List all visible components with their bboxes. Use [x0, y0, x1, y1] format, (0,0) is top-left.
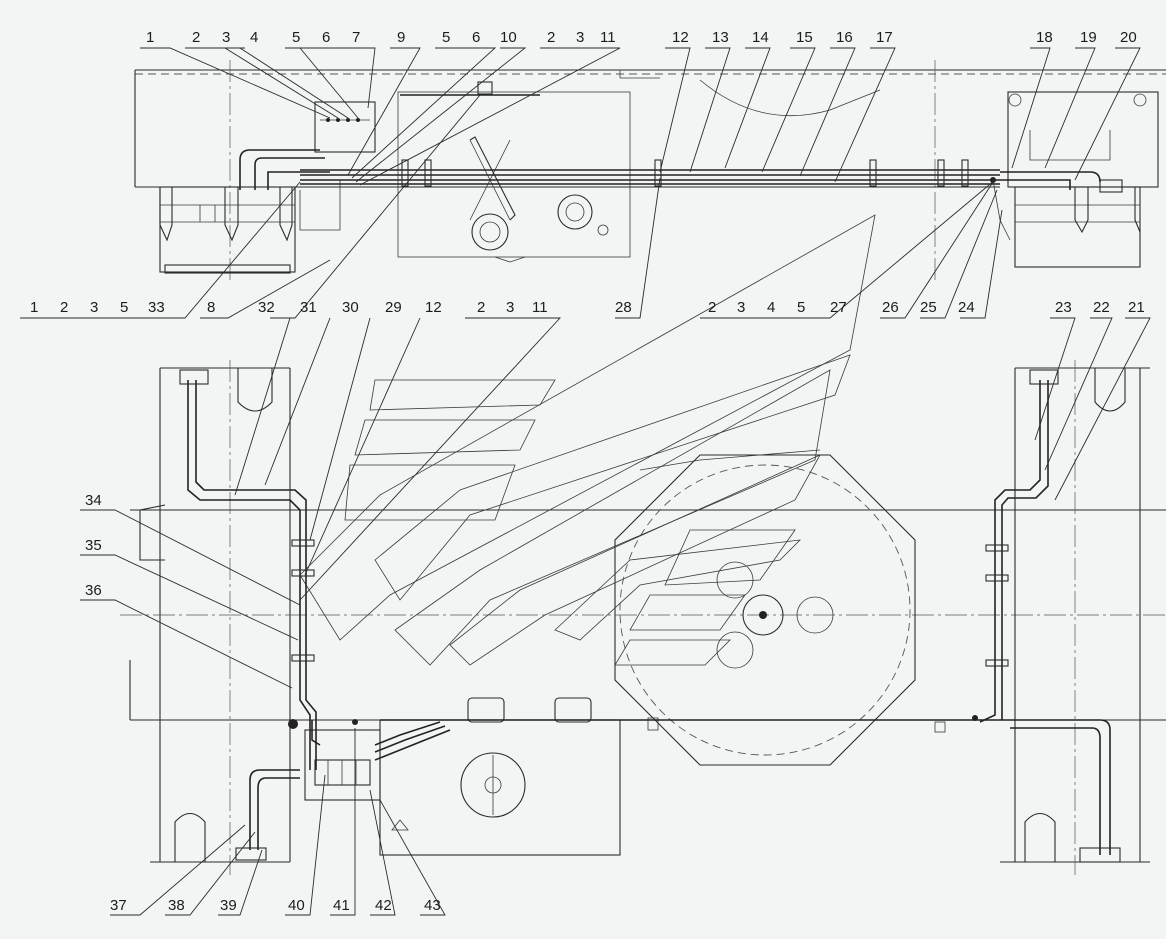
callout-label: 18	[1036, 29, 1053, 46]
callout-label: 14	[752, 29, 769, 46]
callout-label: 2	[547, 29, 555, 46]
callout-label: 28	[615, 299, 632, 316]
callout-label: 6	[472, 29, 480, 46]
pipe-clamps-right	[985, 544, 1009, 667]
callout-label: 3	[506, 299, 514, 316]
callout-label: 33	[148, 299, 165, 316]
callout-label: 25	[920, 299, 937, 316]
callout-label: 13	[712, 29, 729, 46]
callout-label: 1	[30, 299, 38, 316]
callout-label: 36	[85, 582, 102, 599]
callout-label: 26	[882, 299, 899, 316]
callout-label: 2	[192, 29, 200, 46]
pipe-clamps-top	[401, 159, 969, 187]
callout-label: 34	[85, 492, 102, 509]
callout-label: 16	[836, 29, 853, 46]
callout-labels: 1 2 3 4 5 6 7 9 5 6 10 2 3 11 12 13 14 1…	[30, 29, 1145, 914]
callout-label: 2	[60, 299, 68, 316]
callout-label: 24	[958, 299, 975, 316]
callout-label: 22	[1093, 299, 1110, 316]
callout-label: 12	[425, 299, 442, 316]
callout-label: 1	[146, 29, 154, 46]
callout-label: 43	[424, 897, 441, 914]
callout-label: 27	[830, 299, 847, 316]
callout-label: 15	[796, 29, 813, 46]
elevation-view	[134, 60, 1166, 280]
callout-label: 19	[1080, 29, 1097, 46]
callout-label: 4	[767, 299, 775, 316]
callout-label: 11	[600, 29, 616, 46]
callout-label: 4	[250, 29, 258, 46]
callout-label: 3	[90, 299, 98, 316]
callout-label: 11	[532, 299, 548, 316]
callout-label: 3	[737, 299, 745, 316]
callout-label: 20	[1120, 29, 1137, 46]
callout-label: 41	[333, 897, 350, 914]
callout-label: 32	[258, 299, 275, 316]
callout-leaders	[20, 47, 1151, 916]
callout-label: 7	[352, 29, 360, 46]
callout-label: 2	[477, 299, 485, 316]
callout-label: 42	[375, 897, 392, 914]
callout-label: 3	[576, 29, 584, 46]
callout-label: 5	[120, 299, 128, 316]
callout-label: 5	[442, 29, 450, 46]
callout-label: 35	[85, 537, 102, 554]
callout-label: 2	[708, 299, 716, 316]
callout-label: 8	[207, 299, 215, 316]
callout-label: 39	[220, 897, 237, 914]
callout-label: 12	[672, 29, 689, 46]
callout-label: 37	[110, 897, 127, 914]
plan-view	[120, 214, 1166, 875]
callout-label: 5	[292, 29, 300, 46]
callout-label: 31	[300, 299, 317, 316]
callout-label: 3	[222, 29, 230, 46]
callout-label: 29	[385, 299, 402, 316]
callout-label: 6	[322, 29, 330, 46]
callout-label: 5	[797, 299, 805, 316]
callout-label: 23	[1055, 299, 1072, 316]
callout-label: 21	[1128, 299, 1145, 316]
callout-label: 40	[288, 897, 305, 914]
pipe-clamps-left	[291, 539, 315, 662]
callout-label: 9	[397, 29, 405, 46]
callout-label: 10	[500, 29, 517, 46]
callout-label: 17	[876, 29, 893, 46]
callout-label: 30	[342, 299, 359, 316]
callout-label: 38	[168, 897, 185, 914]
